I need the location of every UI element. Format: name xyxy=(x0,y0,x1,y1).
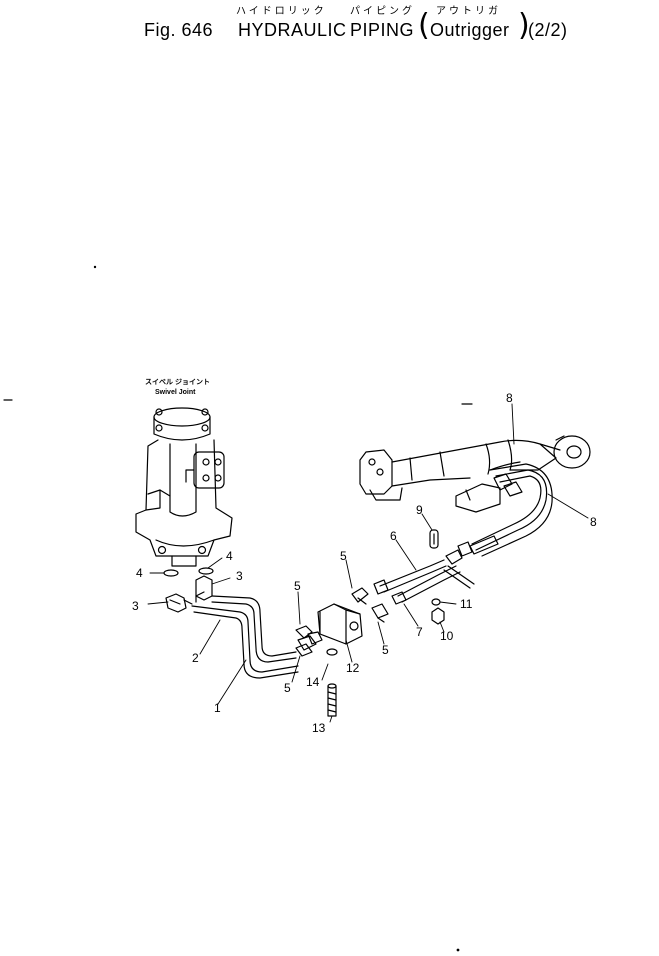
callout-12: 12 xyxy=(346,661,360,675)
fittings-5-right xyxy=(351,587,389,623)
washer-11 xyxy=(431,598,441,606)
pipe-7 xyxy=(391,565,461,605)
callout-4-right: 4 xyxy=(226,549,233,563)
callout-2: 2 xyxy=(192,651,199,665)
swivel-joint-label: Swivel Joint xyxy=(155,389,196,396)
pipe-2 xyxy=(191,605,299,679)
callout-5-a: 5 xyxy=(294,579,301,593)
o-ring-left xyxy=(163,569,179,577)
callout-5-c: 5 xyxy=(340,549,347,563)
callout-13: 13 xyxy=(312,721,326,735)
clamp-9 xyxy=(429,529,439,549)
callout-6: 6 xyxy=(390,529,397,543)
leader-lines xyxy=(147,403,589,723)
elbow-right xyxy=(195,575,213,603)
title-jp-outrigger: アウトリガ xyxy=(436,6,501,17)
pipe-6 xyxy=(373,559,447,595)
pipe-1 xyxy=(211,595,297,663)
callout-10: 10 xyxy=(440,629,454,643)
title-hydraulic: HYDRAULIC xyxy=(238,20,347,40)
title-jp-hydraulic: ハイドロリック xyxy=(236,6,327,17)
figure-title: Fig. 646 ハイドロリック パイピング アウトリガ HYDRAULIC P… xyxy=(0,6,659,43)
swivel-joint-label-jp: スイベル ジョイント xyxy=(145,378,210,386)
washer-14 xyxy=(326,648,338,656)
elbow-left xyxy=(165,593,193,613)
manifold-block xyxy=(317,603,363,645)
callout-1: 1 xyxy=(214,701,221,715)
figure-number: Fig. 646 xyxy=(144,20,214,40)
callout-3-right: 3 xyxy=(236,569,243,583)
title-jp-piping: パイピング xyxy=(350,6,415,17)
hoses-8 xyxy=(471,461,553,557)
title-page-number: (2/2) xyxy=(528,20,568,40)
outrigger-cylinder xyxy=(359,435,591,513)
callout-11: 11 xyxy=(460,597,473,611)
callout-7: 7 xyxy=(416,625,423,639)
callout-8-top: 8 xyxy=(506,391,513,405)
callout-9: 9 xyxy=(416,503,423,517)
callout-5-d: 5 xyxy=(382,643,389,657)
nut-10 xyxy=(431,607,445,625)
swivel-joint xyxy=(135,407,233,567)
bolt-13 xyxy=(327,683,337,717)
title-outrigger: Outrigger xyxy=(430,20,510,40)
callout-5-b: 5 xyxy=(284,681,291,695)
title-piping: PIPING xyxy=(350,20,415,40)
fittings-5-left xyxy=(295,625,323,657)
callout-14: 14 xyxy=(306,675,320,689)
callout-4-left: 4 xyxy=(136,566,143,580)
callout-8-right: 8 xyxy=(590,515,597,529)
callout-3-left: 3 xyxy=(132,599,139,613)
o-ring-right xyxy=(198,567,214,575)
